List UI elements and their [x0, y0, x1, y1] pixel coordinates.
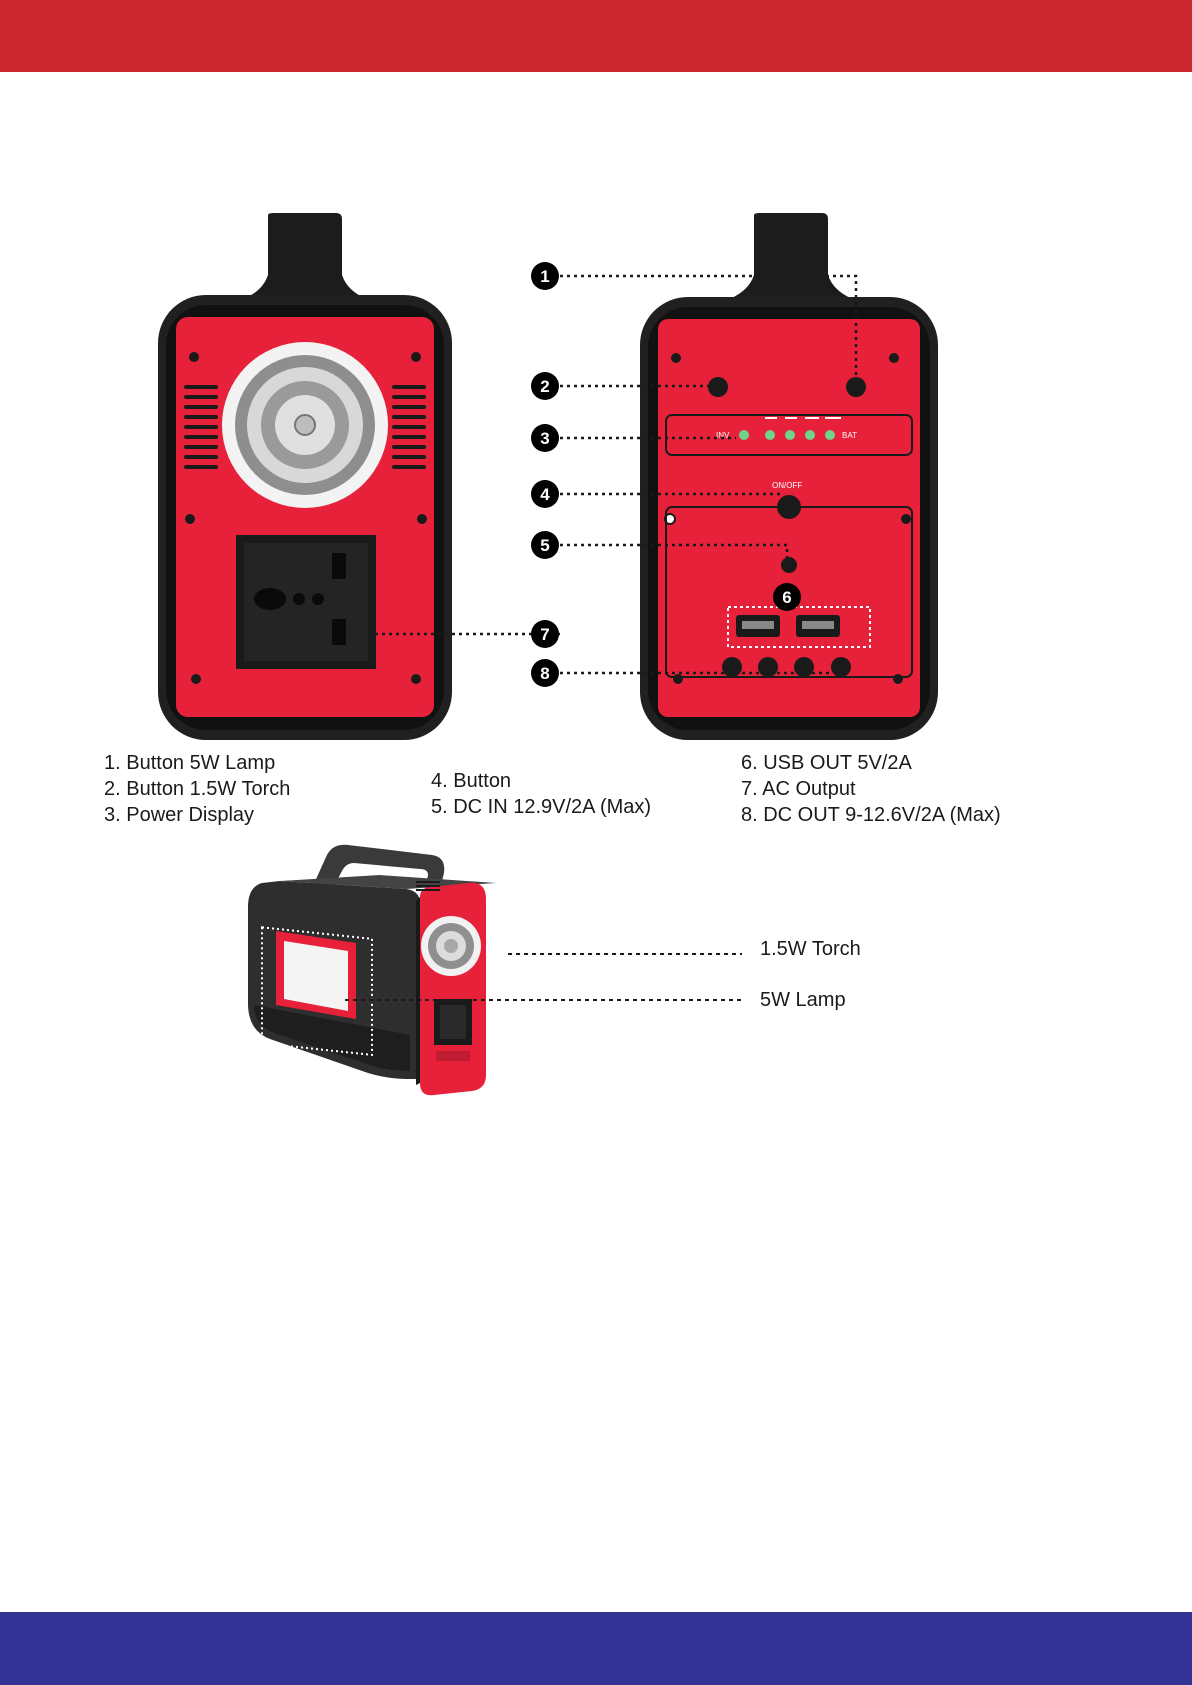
callout-badge: 1: [531, 262, 559, 290]
callout-number-7: 7: [540, 625, 549, 644]
callout-badge: 8: [531, 659, 559, 687]
callout-badge: 7: [531, 620, 559, 648]
legend-item: 8. DC OUT 9-12.6V/2A (Max): [741, 802, 1001, 828]
callout-badge: 3: [531, 424, 559, 452]
legend-column-3: 6. USB OUT 5V/2A 7. AC Output 8. DC OUT …: [741, 750, 1001, 828]
callout-number-4: 4: [540, 485, 550, 504]
callout-badge: 4: [531, 480, 559, 508]
callout-number-2: 2: [540, 377, 549, 396]
legend-item: 4. Button: [431, 768, 651, 794]
callout-number-3: 3: [540, 429, 549, 448]
legend-item: 7. AC Output: [741, 776, 1001, 802]
callout-number-8: 8: [540, 664, 549, 683]
lamp-callout-label: 5W Lamp: [760, 989, 846, 1012]
callout-number-5: 5: [540, 536, 549, 555]
legend-item: 6. USB OUT 5V/2A: [741, 750, 1001, 776]
legend-item: 1. Button 5W Lamp: [104, 750, 290, 776]
legend-item: 3. Power Display: [104, 802, 290, 828]
product-callout-lines: [0, 900, 760, 1020]
torch-callout-label: 1.5W Torch: [760, 938, 861, 961]
callout-layer: 1 2 3 4 5 6 7 8: [0, 0, 1192, 760]
footer-bar: [0, 1612, 1192, 1685]
legend-column-1: 1. Button 5W Lamp 2. Button 1.5W Torch 3…: [104, 750, 290, 828]
legend-column-2: 4. Button 5. DC IN 12.9V/2A (Max): [431, 768, 651, 820]
legend-item: 5. DC IN 12.9V/2A (Max): [431, 794, 651, 820]
callout-number-1: 1: [540, 267, 549, 286]
callout-badge: 5: [531, 531, 559, 559]
callout-badge: 6: [773, 583, 801, 611]
legend-item: 2. Button 1.5W Torch: [104, 776, 290, 802]
callout-number-6: 6: [782, 588, 791, 607]
callout-badge: 2: [531, 372, 559, 400]
